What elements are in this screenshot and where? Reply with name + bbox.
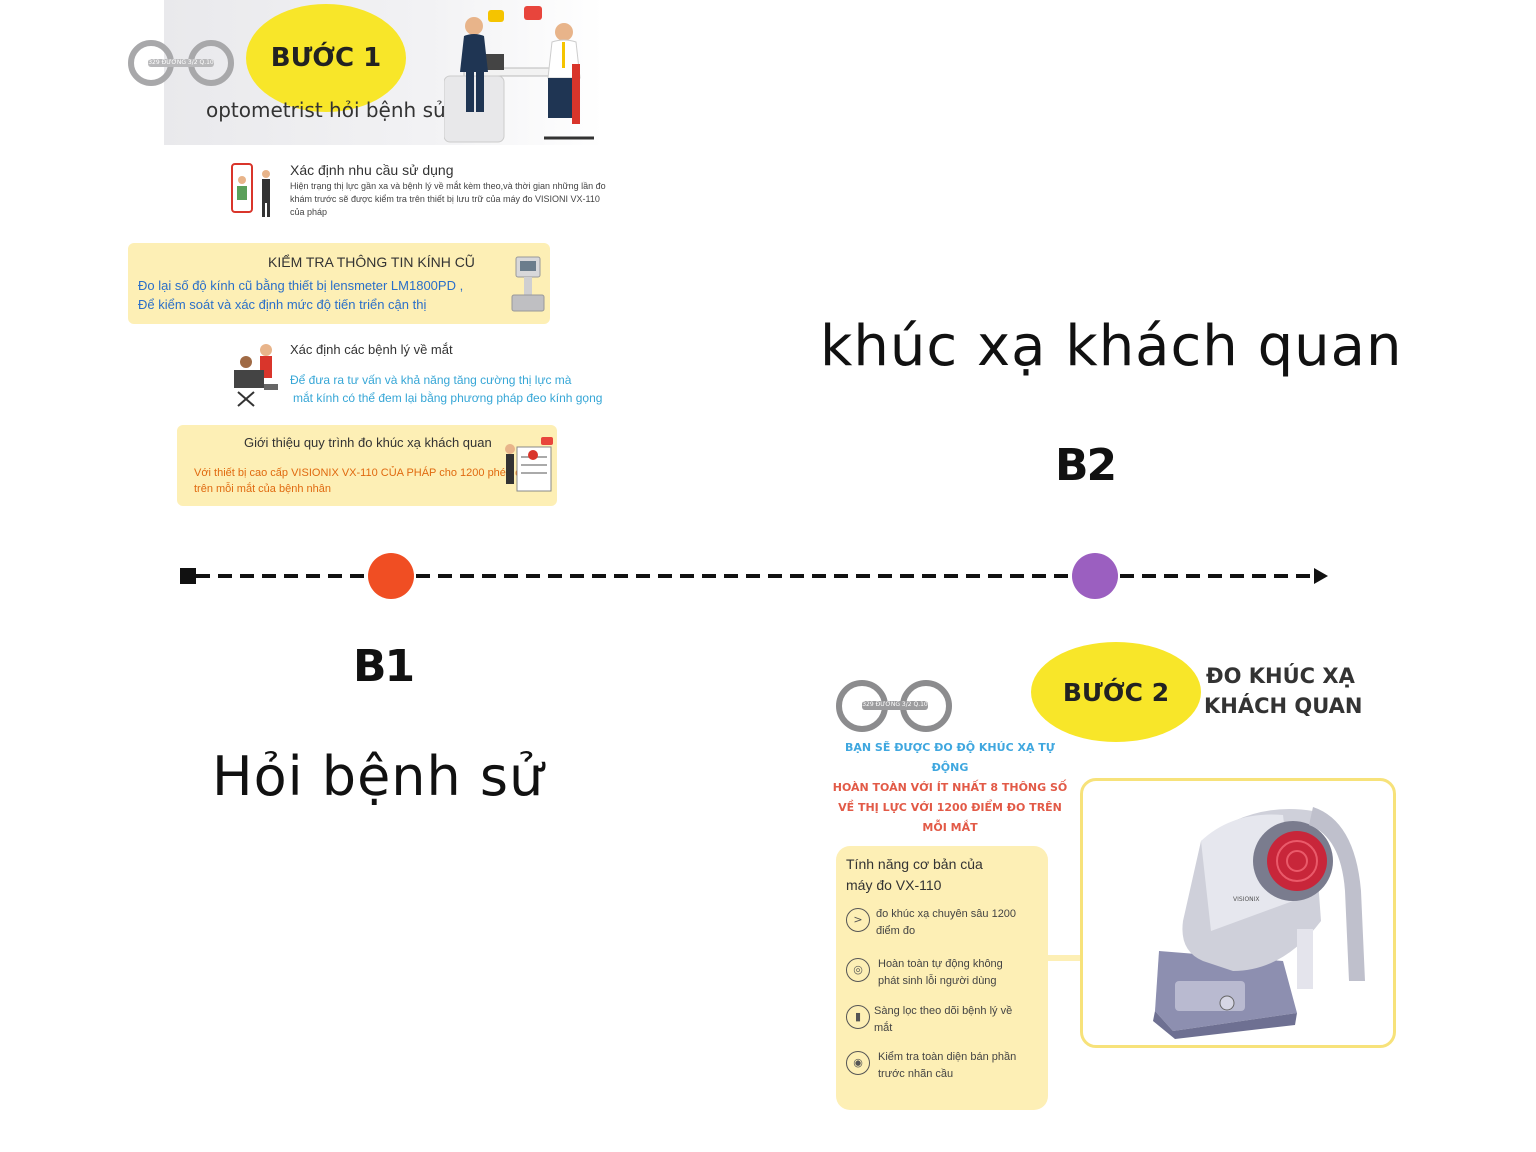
feature-text-1: Sàng lọc theo dõi bệnh lý về [874, 1005, 1013, 1017]
item-needs: Xác định nhu cầu sử dụng Hiện trạng thị … [228, 156, 618, 224]
step2-blue-line1: BẠN SẼ ĐƯỢC ĐO ĐỘ KHÚC XẠ TỰ [845, 741, 1055, 754]
logo-band: 329 ĐƯỜNG 3/2 Q.10 [148, 59, 214, 67]
item-procedure-line2: trên mỗi mắt của bệnh nhân [194, 483, 331, 495]
doctor-desk-icon [234, 344, 278, 407]
timeline-dot-b2[interactable] [1072, 553, 1118, 599]
item-old-glasses-line1: Đo lại số độ kính cũ bằng thiết bị lensm… [138, 278, 464, 293]
machine-image-frame: VISIONIX [1080, 778, 1396, 1048]
timeline-arrowhead [1314, 568, 1328, 584]
features-title-2: máy đo VX-110 [846, 877, 942, 893]
item-procedure-line1: Với thiết bị cao cấp VISIONIX VX-110 CỦA… [194, 467, 528, 479]
item-old-glasses-title: KIỂM TRA THÔNG TIN KÍNH CŨ [268, 254, 475, 270]
feature-text-2: điểm đo [876, 925, 916, 937]
timeline-dot-b1[interactable] [368, 553, 414, 599]
features-connector [1048, 955, 1082, 961]
item-eye-diseases: Xác định các bệnh lý về mắt Để đưa ra tư… [224, 336, 604, 416]
step2-heading-line2: KHÁCH QUAN [1204, 694, 1363, 718]
presentation-icon [505, 437, 553, 492]
b1-title: Hỏi bệnh sử [212, 745, 545, 808]
item-old-glasses-box: KIỂM TRA THÔNG TIN KÍNH CŨ Đo lại số độ … [128, 243, 550, 324]
item-procedure-box: Giới thiệu quy trình đo khúc xạ khách qu… [177, 425, 557, 506]
feature-text-1: Hoàn toàn tự động không [878, 958, 1003, 970]
step1-subtitle: optometrist hỏi bệnh sử [206, 98, 446, 122]
item-eye-diseases-title: Xác định các bệnh lý về mắt [290, 342, 453, 357]
item-old-glasses-line2: Để kiểm soát và xác định mức độ tiến tri… [138, 297, 427, 312]
step2-red-line3: MỖI MẮT [922, 821, 978, 834]
features-title-1: Tính năng cơ bản của [846, 856, 983, 872]
lensmeter-icon [511, 256, 545, 312]
item-needs-desc: Hiện trạng thị lực gần xa và bệnh lý về … [290, 181, 606, 217]
features-box: Tính năng cơ bản của máy đo VX-110 > đo … [836, 846, 1048, 1110]
step2-red-line1: HOÀN TOÀN VỚI ÍT NHẤT 8 THÔNG SỐ [832, 781, 1068, 794]
vx110-machine-image: VISIONIX [1153, 807, 1365, 1039]
glasses-logo: 329 ĐƯỜNG 3/2 Q.10 [126, 38, 238, 88]
phone-consult-icon [231, 163, 270, 217]
feature-text-2: phát sinh lỗi người dùng [878, 975, 997, 987]
gauge-icon: > [846, 908, 870, 932]
machine-brand-text: VISIONIX [1233, 896, 1260, 903]
timeline-start-marker [180, 568, 196, 584]
item-procedure-title: Giới thiệu quy trình đo khúc xạ khách qu… [244, 435, 492, 450]
timeline [180, 553, 1328, 599]
feature-text-2: trước nhãn cầu [878, 1068, 954, 1080]
step2-blue-line2: ĐỘNG [931, 761, 969, 774]
item-eye-diseases-line1: Để đưa ra tư vấn và khả năng tăng cường … [290, 373, 572, 387]
feature-text-1: Kiểm tra toàn diện bán phần [878, 1051, 1017, 1063]
b2-title: khúc xạ khách quan [820, 314, 1403, 379]
feature-text-2: mắt [874, 1022, 893, 1034]
b1-label: B1 [353, 641, 415, 692]
bar-chart-icon: ▮ [846, 1005, 870, 1029]
item-eye-diseases-line2: mắt kính có thể đem lại bằng phương pháp… [293, 391, 603, 405]
step2-heading-line1: ĐO KHÚC XẠ [1206, 664, 1355, 688]
eye-gear-icon: ◉ [846, 1051, 870, 1075]
step2-red-line2: VỀ THỊ LỰC VỚI 1200 ĐIỂM ĐO TRÊN [838, 801, 1062, 814]
feature-text-1: đo khúc xạ chuyên sâu 1200 [876, 908, 1017, 920]
item-needs-title: Xác định nhu cầu sử dụng [290, 162, 454, 178]
consultation-illustration [444, 6, 594, 143]
fingerprint-icon: ◎ [846, 958, 870, 982]
b2-label: B2 [1055, 440, 1117, 491]
step1-badge: BƯỚC 1 [246, 4, 406, 112]
step2-glasses-logo: 329 ĐƯỜNG 3/2 Q.10 [834, 676, 956, 736]
step1-panel: 329 ĐƯỜNG 3/2 Q.10 BƯỚC 1 optometrist hỏ… [124, 0, 624, 520]
logo-band: 329 ĐƯỜNG 3/2 Q.10 [862, 701, 928, 710]
step2-badge: BƯỚC 2 [1031, 642, 1201, 742]
